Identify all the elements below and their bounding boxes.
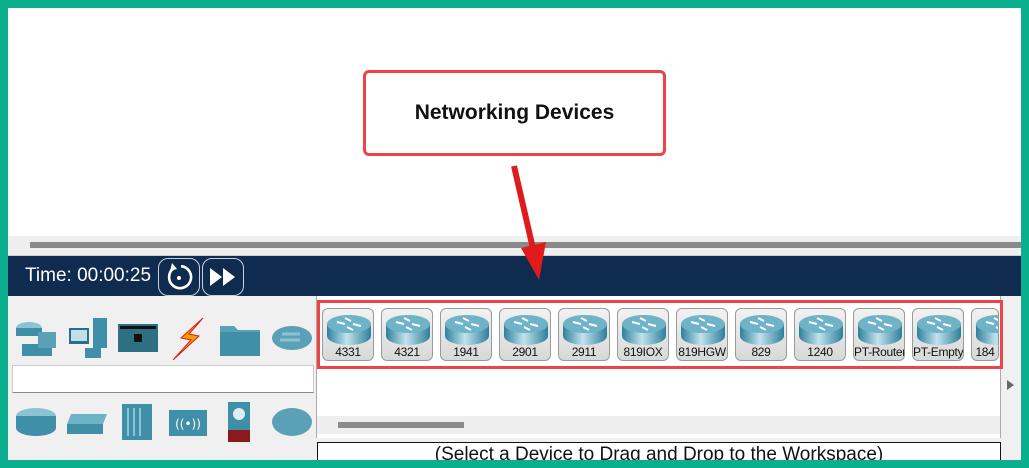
- subcategory-hubs[interactable]: [116, 400, 162, 444]
- scrollbar-thumb[interactable]: [338, 422, 464, 428]
- category-multiuser-connection[interactable]: [269, 316, 315, 360]
- switches-icon: [67, 414, 107, 434]
- category-connections[interactable]: [167, 316, 213, 361]
- device-1240[interactable]: 1240: [794, 308, 846, 361]
- network-devices-icon: [16, 322, 56, 356]
- device-label: 1240: [807, 345, 833, 359]
- category-network-devices[interactable]: [14, 316, 60, 360]
- annotation-callout: Networking Devices: [363, 70, 666, 156]
- device-pt-empty[interactable]: PT-Empty: [912, 308, 964, 361]
- device-1841[interactable]: 184: [971, 308, 999, 361]
- router-icon: [504, 315, 548, 345]
- device-label: 184: [975, 345, 995, 359]
- hubs-icon: [122, 404, 152, 440]
- scroll-right-icon[interactable]: [1007, 380, 1014, 390]
- time-bar: Time: 00:00:25: [8, 256, 1021, 296]
- router-icon: [917, 315, 961, 345]
- router-icon: [622, 315, 666, 345]
- subcategory-switches[interactable]: [65, 400, 111, 444]
- device-label: PT-Empty: [913, 345, 964, 359]
- device-pt-router[interactable]: PT-Router: [853, 308, 905, 361]
- reset-time-icon: [167, 263, 193, 290]
- router-icon: [858, 315, 902, 345]
- connections-icon: [172, 317, 204, 361]
- end-devices-icon: [69, 318, 107, 358]
- components-icon: [118, 324, 158, 352]
- category-components[interactable]: [116, 316, 162, 360]
- subcategory-security[interactable]: [218, 400, 264, 444]
- device-label: 819IOX: [623, 345, 663, 359]
- subcategory-routers[interactable]: [14, 400, 60, 444]
- workspace-scrollbar[interactable]: [8, 236, 1021, 256]
- device-label: 829: [751, 345, 771, 359]
- device-label: 2911: [571, 345, 597, 359]
- device-4321[interactable]: 4321: [381, 308, 433, 361]
- device-selection-box: ((•)) 4331 4321 1941 2901 2911 819IOX 819HGW 82…: [8, 296, 1021, 460]
- wan-emulation-icon: [272, 408, 312, 436]
- miscellaneous-icon: [220, 326, 260, 356]
- router-icon: [327, 315, 371, 345]
- device-4331[interactable]: 4331: [322, 308, 374, 361]
- router-icon: [740, 315, 784, 345]
- subcategory-wireless-devices[interactable]: ((•)): [167, 400, 213, 444]
- security-icon: [228, 402, 250, 442]
- device-label: 819HGW: [678, 345, 726, 359]
- device-829[interactable]: 829: [735, 308, 787, 361]
- category-end-devices[interactable]: [65, 316, 111, 360]
- device-label: 4331: [335, 345, 361, 359]
- device-label: 4321: [394, 345, 420, 359]
- svg-text:((•)): ((•)): [175, 417, 201, 431]
- time-display: Time: 00:00:25: [25, 265, 152, 286]
- subcategory-wan-emulation[interactable]: [269, 400, 315, 444]
- router-icon: [445, 315, 489, 345]
- callout-text: Networking Devices: [414, 101, 615, 124]
- router-icon: [386, 315, 430, 345]
- device-label: 2901: [512, 345, 538, 359]
- scrollbar-thumb[interactable]: [30, 242, 1021, 248]
- fast-forward-icon: [210, 268, 235, 286]
- router-icon: [681, 315, 725, 345]
- router-icon: [799, 315, 843, 345]
- routers-icon: [16, 408, 56, 436]
- annotation-highlight-box: [317, 300, 1003, 369]
- reset-time-button[interactable]: [158, 258, 200, 296]
- device-2901[interactable]: 2901: [499, 308, 551, 361]
- device-label: 1941: [453, 345, 479, 359]
- wireless-devices-icon: ((•)): [169, 410, 207, 436]
- device-2911[interactable]: 2911: [558, 308, 610, 361]
- device-819iox[interactable]: 819IOX: [617, 308, 669, 361]
- packet-tracer-window: Networking Devices Time: 00:00:25 ((•)) …: [8, 8, 1021, 460]
- router-icon: [976, 315, 998, 345]
- router-icon: [563, 315, 607, 345]
- category-miscellaneous[interactable]: [218, 316, 264, 360]
- device-label: PT-Router: [854, 345, 905, 359]
- device-hint: (Select a Device to Drag and Drop to the…: [317, 442, 1001, 460]
- multiuser-connection-icon: [272, 326, 312, 350]
- device-819hgw[interactable]: 819HGW: [676, 308, 728, 361]
- device-1941[interactable]: 1941: [440, 308, 492, 361]
- device-list-scrollbar[interactable]: [317, 416, 1000, 434]
- logical-workspace[interactable]: Networking Devices: [8, 8, 1021, 236]
- category-label-field: [12, 365, 314, 393]
- fast-forward-button[interactable]: [202, 258, 244, 296]
